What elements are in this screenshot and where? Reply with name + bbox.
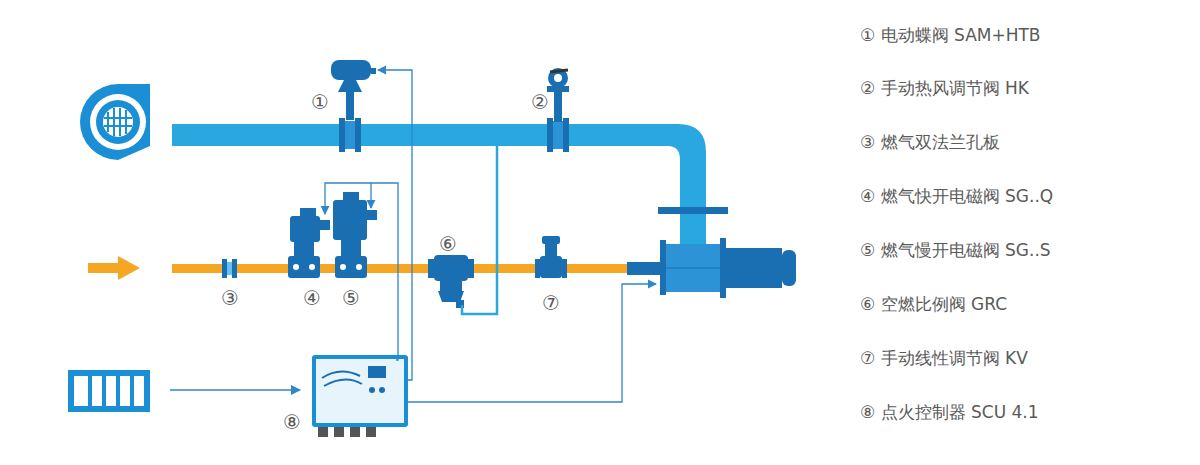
callout-number: ⑧ (282, 412, 302, 432)
callout-number: ⑦ (541, 293, 561, 313)
callout-number: ⑥ (438, 234, 458, 254)
signal-line (170, 389, 300, 391)
callout-number: ④ (302, 288, 322, 308)
hand-valve (547, 68, 569, 152)
callout-number: ⑤ (341, 288, 361, 308)
signal-lines (325, 70, 656, 402)
legend-entry: ④ 燃气快开电磁阀 SG..Q (860, 186, 1053, 206)
legend-entry: ⑥ 空燃比例阀 GRC (860, 294, 1007, 314)
legend-entry: ⑧ 点火控制器 SCU 4.1 (860, 402, 1039, 422)
callout-number: ③ (220, 288, 240, 308)
callout-number: ② (530, 92, 550, 112)
gas-inlet-arrow (88, 256, 140, 280)
ignition-controller (312, 355, 408, 437)
linear-valve (535, 236, 567, 278)
air-pipe (172, 124, 728, 244)
orifice-plate (222, 259, 237, 278)
callout-number: ① (310, 92, 330, 112)
butterfly-valve (331, 60, 376, 152)
legend-entry: ⑦ 手动线性调节阀 KV (860, 348, 1028, 368)
legend-entry: ① 电动蝶阀 SAM+HTB (860, 25, 1041, 45)
legend-entry: ② 手动热风调节阀 HK (860, 78, 1029, 98)
plc-icon (68, 370, 150, 412)
ratio-valve (428, 255, 474, 308)
fan-icon (80, 84, 150, 160)
solenoid-valves (288, 192, 377, 278)
burner (660, 238, 796, 298)
legend-entry: ③ 燃气双法兰孔板 (860, 132, 1000, 152)
impulse-line (462, 146, 497, 314)
legend-entry: ⑤ 燃气慢开电磁阀 SG..S (860, 240, 1051, 260)
